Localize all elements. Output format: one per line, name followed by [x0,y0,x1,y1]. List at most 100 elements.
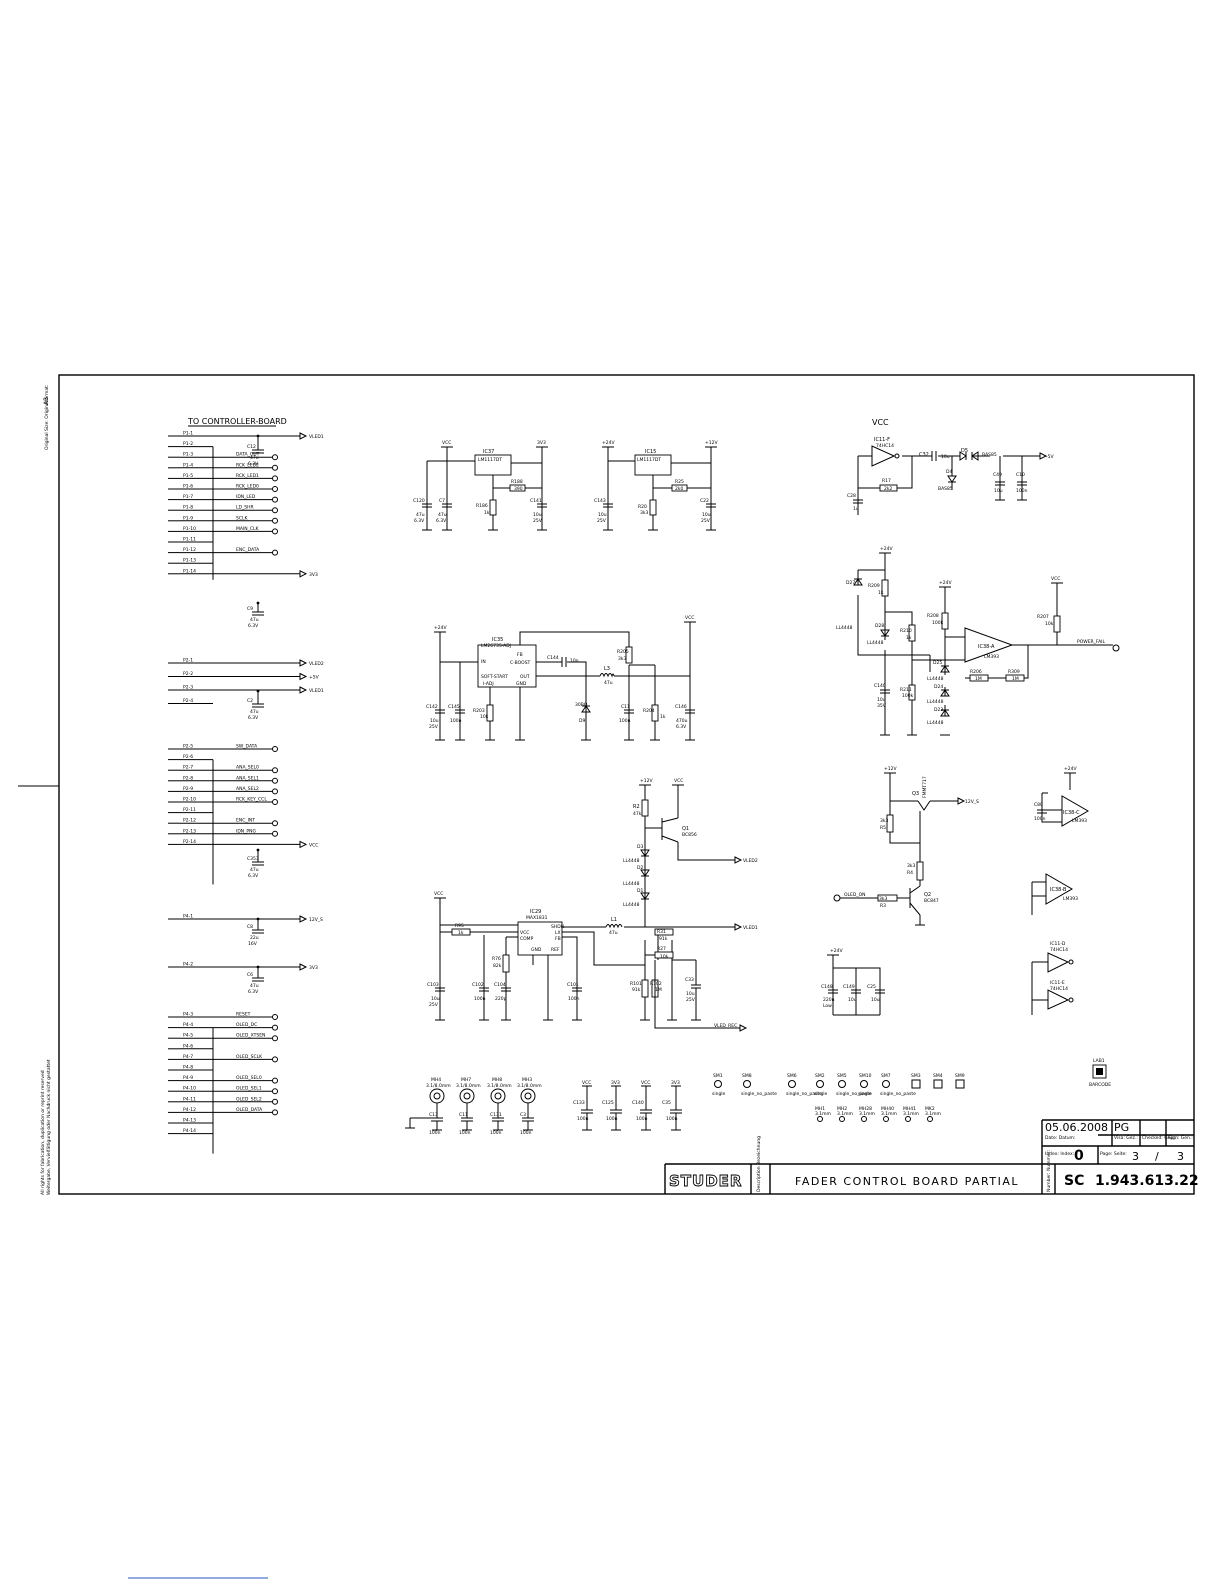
ic29-pin-comp: COMP [520,936,534,942]
ic15-ref: IC15 [645,449,656,455]
pf-d28-part: LL4448 [867,640,884,646]
ic29-pin-lx: LX [555,930,561,936]
left-cap-rating-2: 6.3V [248,715,259,721]
buck-radj-ref: R203 [473,708,485,714]
connector_p4b-pin-1: P4-4 [183,1022,193,1028]
vcc-c28-ref: C28 [847,493,856,499]
left-cap-ref-0: C12 [247,444,256,450]
connector_p1-pin-1: P1-2 [183,441,193,447]
connector_p1-net-9: MAIN_CLK [236,526,260,532]
connector_p4a-pin-0: P4-1 [183,914,193,920]
connector_p2b-pin-9: P2-14 [183,839,196,845]
connector_p4b-net-9: OLED_DATA [236,1107,263,1113]
fid-ref-2: MH28 [859,1106,872,1112]
bcap-ref-0: C133 [573,1100,585,1106]
hole-cap-val-0: 100n [429,1130,441,1136]
connector_p4b-pin-7: P4-10 [183,1086,196,1092]
shield-ref-4: SM5 [837,1073,847,1079]
ic35-pin-fb: FB [517,652,523,658]
ic37-cout-v: 25V [533,518,543,524]
hole-cap-ref-2: C131 [490,1112,502,1118]
fid-ref-4: MH41 [903,1106,916,1112]
connector_p1-net-13: 3V3 [309,572,318,578]
shield-ref-9: SM9 [955,1073,965,1079]
connector_p2a-net-1: +5V [309,675,320,681]
shield-note-0: single [712,1091,726,1097]
buck-cout2-ref: C146 [675,704,687,710]
vled-c104-ref: C104 [494,982,506,988]
buck-ic35: +24V IC35 LM2673S-ADJ IN FB C-BOOST SOFT… [426,615,696,741]
gate-extra-net: +24V [1064,766,1077,772]
hole-ref-2: MH8 [492,1077,502,1083]
pf-vcc: VCC [1051,576,1060,582]
buck-rfbtop-ref: R205 [617,649,629,655]
vcc-r17-val: 2k2 [884,486,892,492]
sw12-r3-ref: R3 [880,903,886,909]
sw12-r3-val: 3k3 [879,896,887,902]
shield-note-2: single_no_paste [786,1091,822,1097]
vled-out2: VLED2 [743,858,758,864]
hole-cap-val-1: 100n [459,1130,471,1136]
shield-note-3: single [814,1091,828,1097]
pf-c140-v: 35V [877,703,887,709]
sw12-q2-part: BC847 [924,898,939,904]
ic37-rtop-ref: R188 [511,479,523,485]
tb-drawn-label: Visa: Gez.: [1114,1135,1138,1141]
spare-gates: +24V IC38-C LM393 C80 100n IC38-B LM393 … [1031,766,1090,1015]
dec24-c148-v: Low [823,1003,832,1009]
pf-r211-ref: R211 [900,687,912,693]
fid-ref-5: MK2 [925,1106,935,1112]
left-cap-rating-5: 6.3V [248,989,259,995]
vled-c104-val: 220p [495,996,507,1002]
connector_p1-net-6: IDN_LED [236,494,256,500]
ic37-cmid-v: 6.3V [436,518,447,524]
connector_p1-pin-5: P1-6 [183,484,193,490]
connector_p2b-pin-8: P2-13 [183,828,196,834]
vled-c33-v: 25V [686,997,696,1003]
ic15-out-net: +12V [705,440,718,446]
connector_p2b-net-9: VCC [309,842,318,848]
ic37-out-net: 3V3 [537,440,546,446]
tb-page-total: 3 [1177,1150,1184,1163]
buck-cin-ref: C142 [426,704,438,710]
pf-d27-part: LL4448 [836,625,853,631]
connector_p4b-net-8: OLED_SEL2 [236,1096,262,1102]
pf-d24-part: LL4448 [927,699,944,705]
bottom-caps: VCCC133100n3V3C125100nVCCC140100n3V3C351… [573,1080,682,1131]
buck-cin2-ref: C145 [448,704,460,710]
buck-cout2-v: 6.3V [676,724,687,730]
vled-l1-ref: L1 [611,917,617,923]
connector_p2a-pin-0: P2-1 [183,658,193,664]
sw12-ctl: OLED_ON [844,892,866,898]
connector_p4a-net-0: 12V_S [309,917,323,923]
decoupling-24v: +24V C148 220u Low C149 10u C25 10u [821,948,885,1016]
vcc-ic-ref: IC11-F [874,437,890,443]
connector_p4b-net-6: OLED_SEL0 [236,1075,262,1081]
buck-rfbbot-ref: R204 [643,708,655,714]
connector_p1-pin-0: P1-1 [183,431,193,437]
vled-rout2-ref: R27 [657,946,666,952]
connector_p1-net-8: SCLK [236,515,249,521]
pf-r207-ref: R207 [1037,614,1049,620]
bcap-ref-1: C125 [602,1100,614,1106]
pf-ic-ref: IC38-A [978,644,995,650]
dec24-c148-ref: C148 [821,984,833,990]
tb-doc-number: 1.943.613.22 [1095,1173,1199,1189]
connector_p4b-net-4: OLED_SCLK [236,1054,263,1060]
connector_p4a-net-1: 3V3 [309,965,318,971]
left-cap-rating-4: 16V [248,941,258,947]
hole-cap-ref-3: C3 [520,1112,526,1118]
pf-d23-part: LL4448 [927,720,944,726]
pf-d23-ref: D23 [934,707,943,713]
vled-c33-ref: C33 [685,977,694,983]
vled-l1-val: 47u [609,930,618,936]
vled-rout1-val: 91k [659,936,668,942]
ic35-ref: IC35 [492,637,503,643]
ic37-cout-ref: C141 [530,498,542,504]
buck-rfbtop-val: 3k3 [618,656,626,662]
ic15-in-net: +24V [602,440,615,446]
left-cap-ref-1: C9 [247,606,253,612]
connector_p2a-net-2: VLED1 [309,688,324,694]
